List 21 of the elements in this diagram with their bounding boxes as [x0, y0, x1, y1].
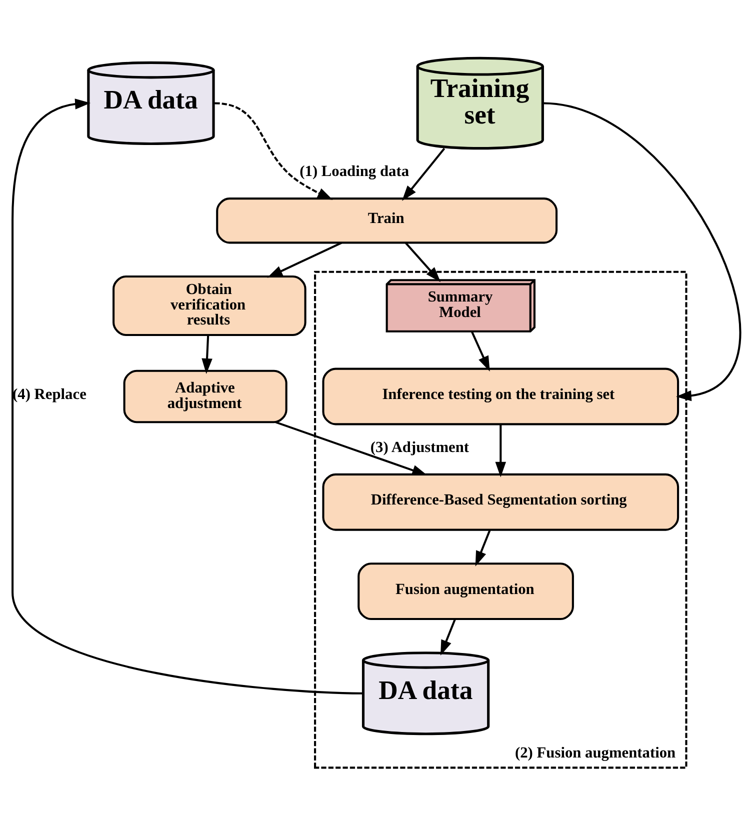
node-box: Difference-Based Segmentation sorting	[322, 473, 680, 531]
arrow	[402, 148, 446, 201]
arrow	[470, 331, 490, 372]
arrow	[275, 421, 428, 476]
arrow	[544, 102, 741, 402]
arrow	[214, 102, 333, 200]
arrow	[475, 530, 491, 566]
arrow	[440, 618, 456, 656]
node-box: Inference testing on the training set	[322, 368, 680, 426]
edge-label: (1) Loading data	[300, 163, 410, 180]
edge-label: (4) Replace	[12, 386, 86, 404]
edge-label: (3) Adjustment	[370, 438, 470, 456]
node-box: Adaptive adjustment	[123, 370, 288, 424]
arrow	[12, 98, 362, 694]
arrow	[405, 242, 441, 282]
node-box: Train	[216, 198, 558, 244]
node-box: Fusion augmentation	[358, 562, 574, 620]
arrow	[267, 242, 342, 278]
arrow	[495, 424, 506, 478]
arrow	[202, 335, 212, 374]
node-box: Obtain verification results	[112, 276, 306, 336]
